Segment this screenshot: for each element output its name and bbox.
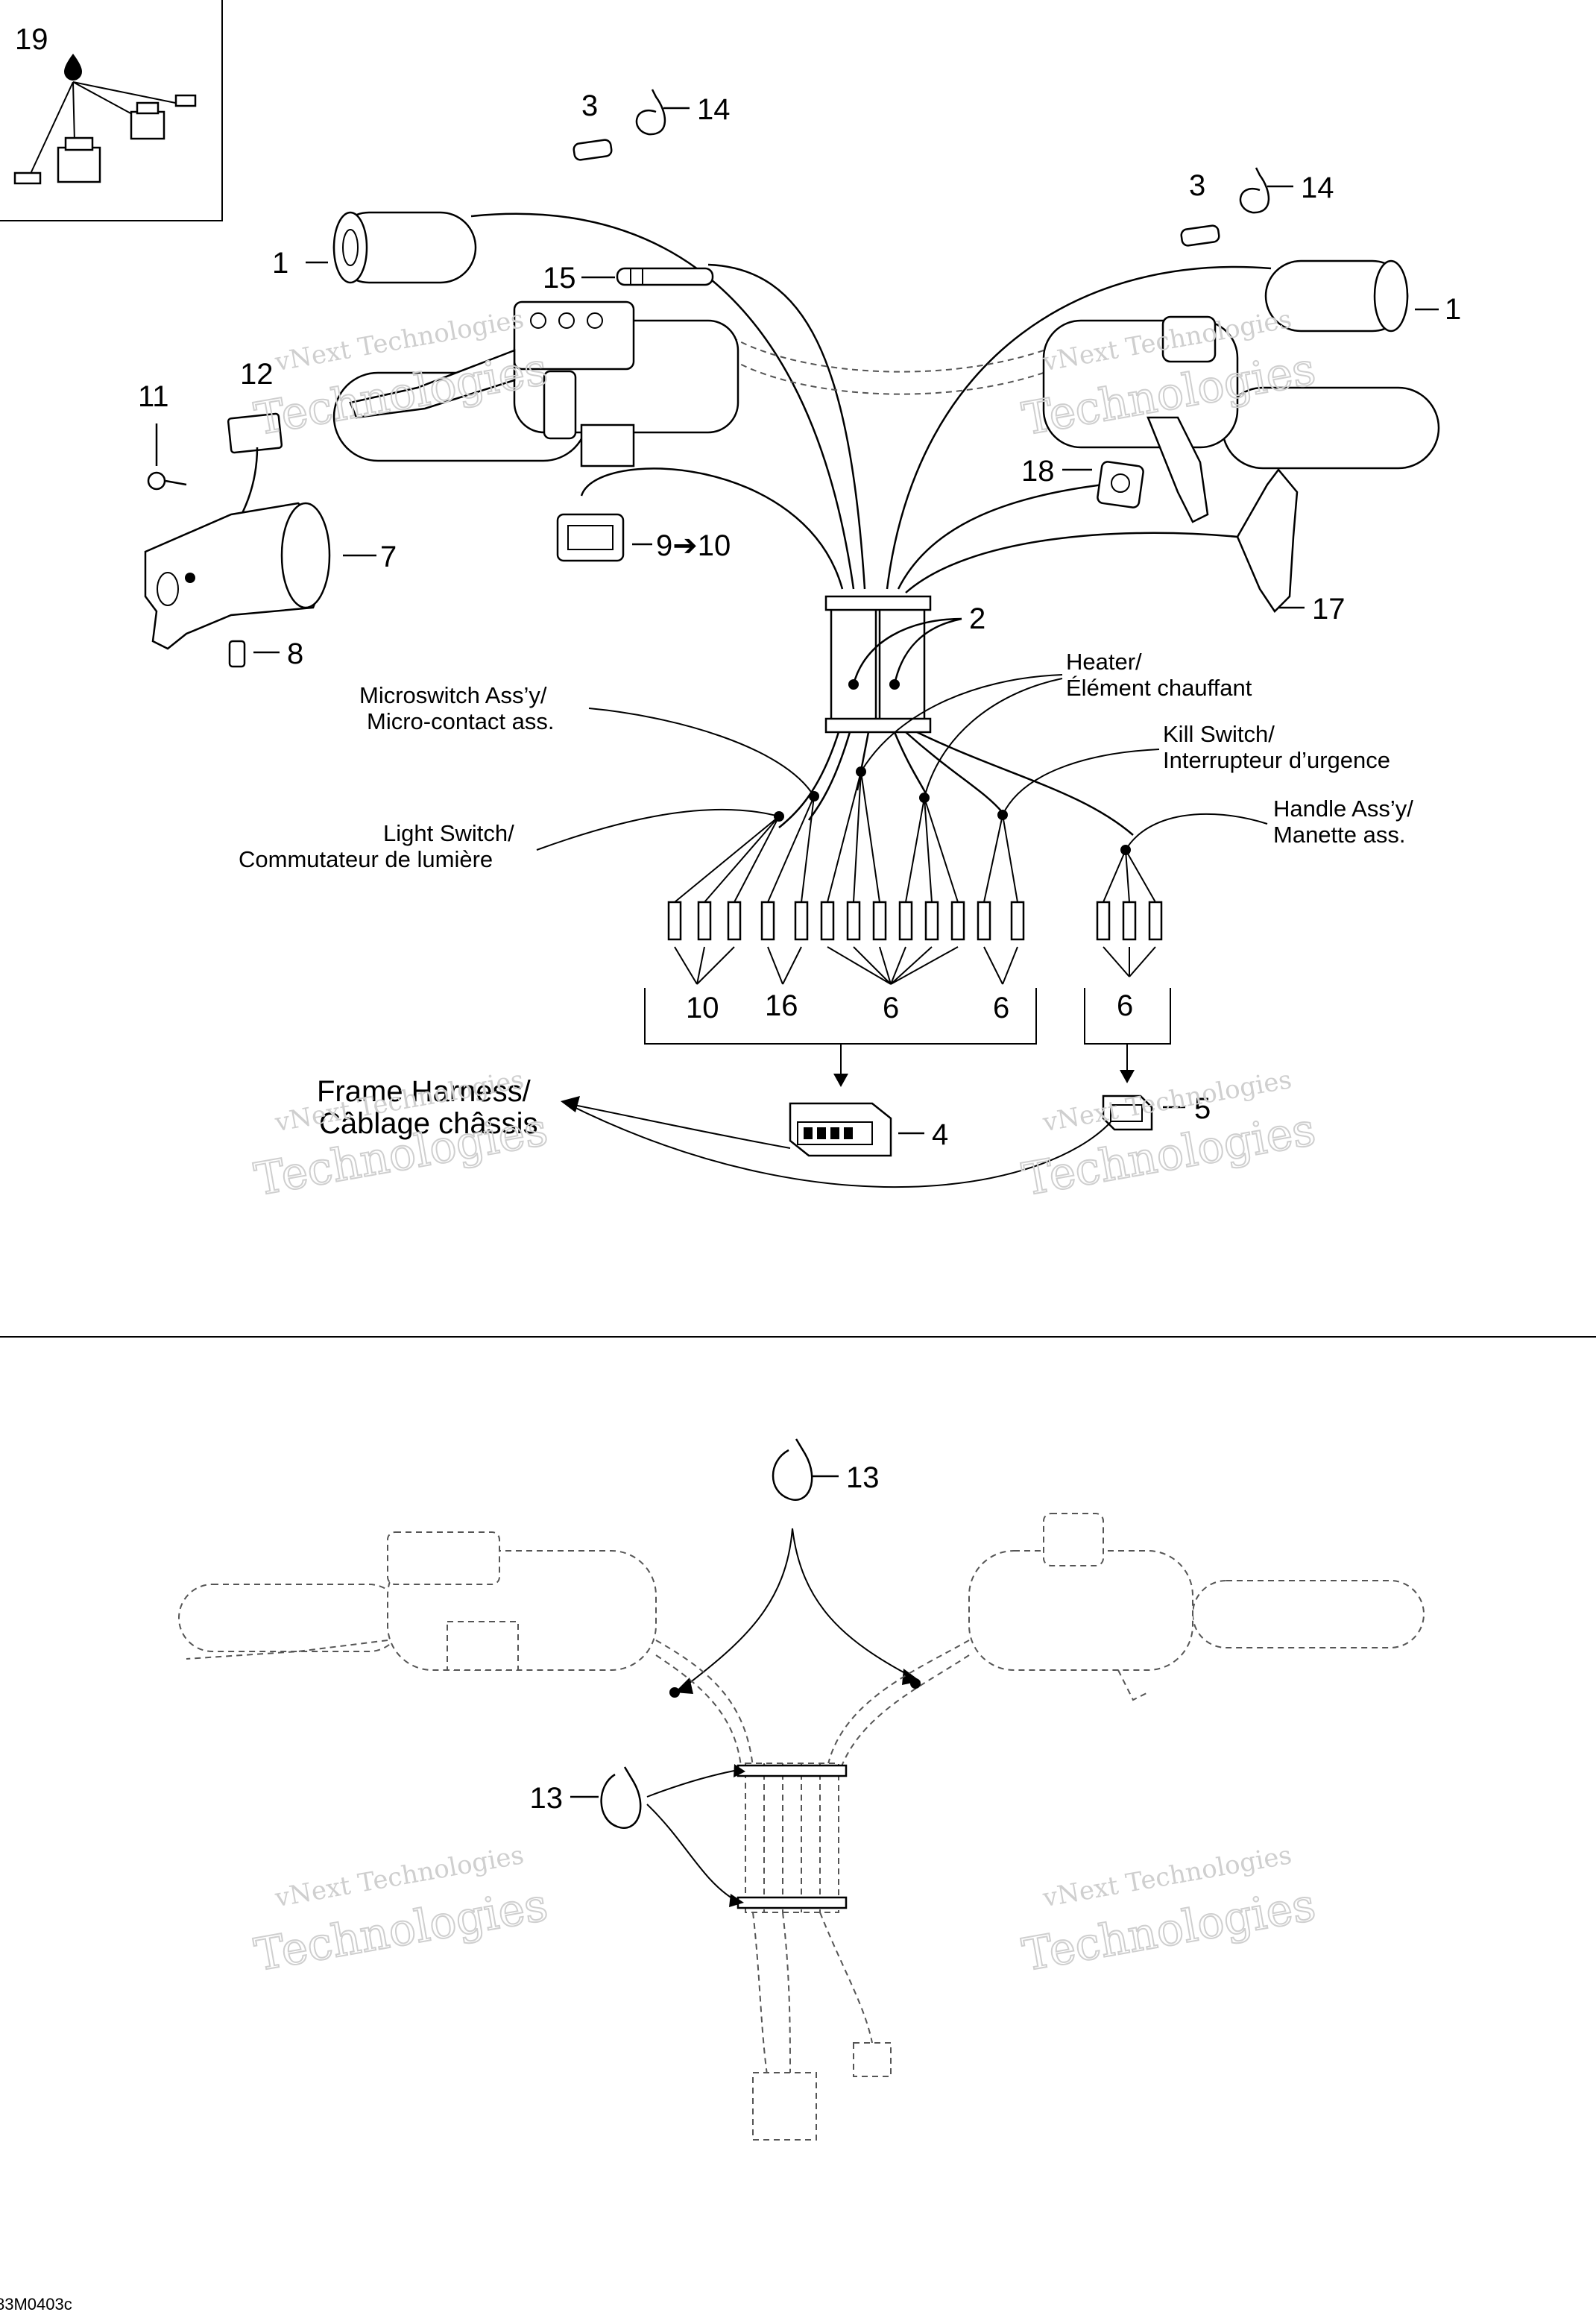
terminal-pins xyxy=(667,771,1163,941)
callout-14-left: 14 xyxy=(697,93,731,126)
light-switch-label-fr: Commutateur de lumière xyxy=(239,846,493,872)
callout-3-left: 3 xyxy=(581,89,598,122)
callout-6-center: 6 xyxy=(883,992,899,1024)
temperature-sensor-15 xyxy=(616,267,714,286)
set-screw-8 xyxy=(228,640,246,668)
inset-connector-kit: 19 xyxy=(0,0,223,221)
wire-bracket-17 xyxy=(905,532,1238,593)
heater-label-fr: Élément chauffant xyxy=(1066,675,1252,701)
callout-17: 17 xyxy=(1312,593,1346,626)
inset-terminal-b xyxy=(13,171,42,185)
callout-8: 8 xyxy=(287,637,303,670)
inset-frame xyxy=(0,0,223,221)
cable-tie-13-top xyxy=(772,1438,813,1501)
leader-kill-switch xyxy=(1002,749,1160,816)
heater-label-en: Heater/ xyxy=(1066,649,1142,675)
screw-11 xyxy=(147,471,187,491)
sleeve-3-left xyxy=(573,139,613,161)
callout-3-right: 3 xyxy=(1189,169,1205,202)
assembled-harness-bundle xyxy=(655,1640,970,2141)
arrow-to-frame-harness-2 xyxy=(566,1103,1111,1188)
handle-label-en: Handle Ass’y/ xyxy=(1273,796,1413,822)
connector-5 xyxy=(1102,1094,1153,1131)
callout-1-left: 1 xyxy=(272,247,288,280)
wire-switch-18 xyxy=(897,483,1104,590)
inset-female-connector xyxy=(57,136,101,183)
connector-4 xyxy=(789,1102,892,1157)
cable-tie-13-bottom xyxy=(600,1766,642,1829)
switch-18 xyxy=(1097,461,1144,508)
handle-label-fr: Manette ass. xyxy=(1273,822,1405,848)
inset-terminal-a xyxy=(174,94,197,107)
right-handlebar-assembly xyxy=(1042,315,1440,523)
callout-2: 2 xyxy=(969,602,985,635)
callout-15: 15 xyxy=(543,262,576,295)
watermarks: vNext Technologies Technologies vNext Te… xyxy=(250,304,1319,1982)
tie-clip-14-left xyxy=(635,89,666,136)
arrow-to-frame-harness-1 xyxy=(566,1103,791,1149)
callout-7: 7 xyxy=(380,541,397,573)
exploded-view: 1 1 3 14 3 14 15 xyxy=(138,89,1461,1188)
light-switch-label-en: Light Switch/ xyxy=(383,820,514,846)
microswitch-label-en: Microswitch Ass’y/ xyxy=(359,682,547,708)
frame-harness-label-fr: Câblage châssis xyxy=(319,1107,538,1140)
harness-branches xyxy=(778,731,1134,836)
callout-12: 12 xyxy=(240,358,274,391)
callout-13-top: 13 xyxy=(846,1461,880,1494)
assembled-left-handlebar xyxy=(178,1531,657,1671)
leader-heater-2 xyxy=(924,678,1063,799)
callout-19: 19 xyxy=(15,23,48,56)
inset-male-connector xyxy=(130,101,165,140)
sleeve-3-right xyxy=(1180,224,1220,247)
assembled-view: 13 xyxy=(178,1438,1425,2141)
wire-switch-9 xyxy=(580,467,844,590)
throttle-cover-7 xyxy=(144,502,331,650)
switch-9 xyxy=(556,513,625,562)
callout-6-right: 6 xyxy=(1117,989,1133,1022)
callout-10: 10 xyxy=(686,992,719,1024)
figure-code: 83M0403c xyxy=(0,2295,72,2314)
callout-9-10: 9➔10 xyxy=(656,529,731,562)
callout-16: 16 xyxy=(765,989,798,1022)
frame-harness-label-en: Frame Harness/ xyxy=(317,1075,532,1108)
tie-clip-14-right xyxy=(1239,167,1270,214)
grease-drop-icon xyxy=(64,54,82,81)
callout-18: 18 xyxy=(1021,455,1055,488)
wire-right-grip xyxy=(886,265,1272,590)
assembled-right-handlebar xyxy=(968,1513,1425,1701)
right-grip-heater xyxy=(1264,259,1409,333)
leader-light-switch xyxy=(536,808,780,851)
leader-microswitch xyxy=(588,708,815,797)
microswitch-label-fr: Micro-contact ass. xyxy=(367,708,555,734)
callout-4: 4 xyxy=(932,1118,948,1151)
left-grip-heater xyxy=(332,211,477,284)
callout-5: 5 xyxy=(1194,1092,1211,1125)
leader-heater-1 xyxy=(860,674,1063,772)
left-handlebar-assembly xyxy=(332,300,739,467)
handlebar-center xyxy=(722,331,1044,373)
callout-14-right: 14 xyxy=(1301,171,1334,204)
callout-1-right: 1 xyxy=(1445,293,1461,326)
harness-sleeve-2 xyxy=(824,595,932,734)
leader-handle xyxy=(1125,813,1268,851)
kill-switch-label-fr: Interrupteur d’urgence xyxy=(1163,747,1390,773)
callout-13-bottom: 13 xyxy=(530,1782,564,1815)
bracket-17 xyxy=(1236,467,1299,613)
callout-11: 11 xyxy=(138,380,169,413)
callout-6-mid: 6 xyxy=(993,992,1009,1024)
kill-switch-label-en: Kill Switch/ xyxy=(1163,721,1275,747)
wire-sensor xyxy=(707,263,866,590)
